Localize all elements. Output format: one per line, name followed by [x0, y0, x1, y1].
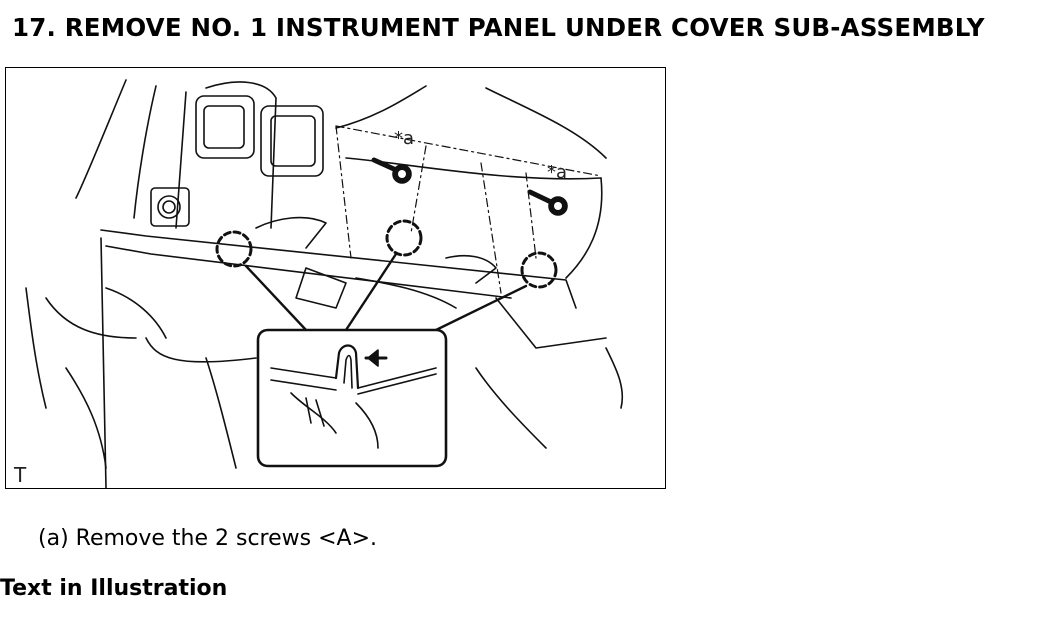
screw-left — [371, 157, 412, 184]
detail-view — [256, 328, 448, 468]
screw-right — [527, 189, 568, 216]
step-a: (a) Remove the 2 screws <A>. — [38, 526, 378, 551]
instrument-panel-drawing: *a *a T — [13, 79, 624, 488]
callout-a-right: *a — [547, 162, 567, 183]
section-title: 17. REMOVE NO. 1 INSTRUMENT PANEL UNDER … — [12, 13, 985, 42]
dash-switch-panel — [75, 79, 607, 279]
under-cover — [25, 216, 624, 488]
callout-a-left: *a — [394, 128, 414, 149]
detail-leaders — [244, 252, 528, 332]
claw-circles — [215, 219, 558, 289]
text-in-illustration-heading: Text in Illustration — [0, 576, 228, 601]
illustration: *a *a T — [5, 67, 666, 489]
guide-lines — [335, 125, 602, 294]
corner-mark: T — [13, 463, 27, 487]
knob — [150, 187, 190, 227]
